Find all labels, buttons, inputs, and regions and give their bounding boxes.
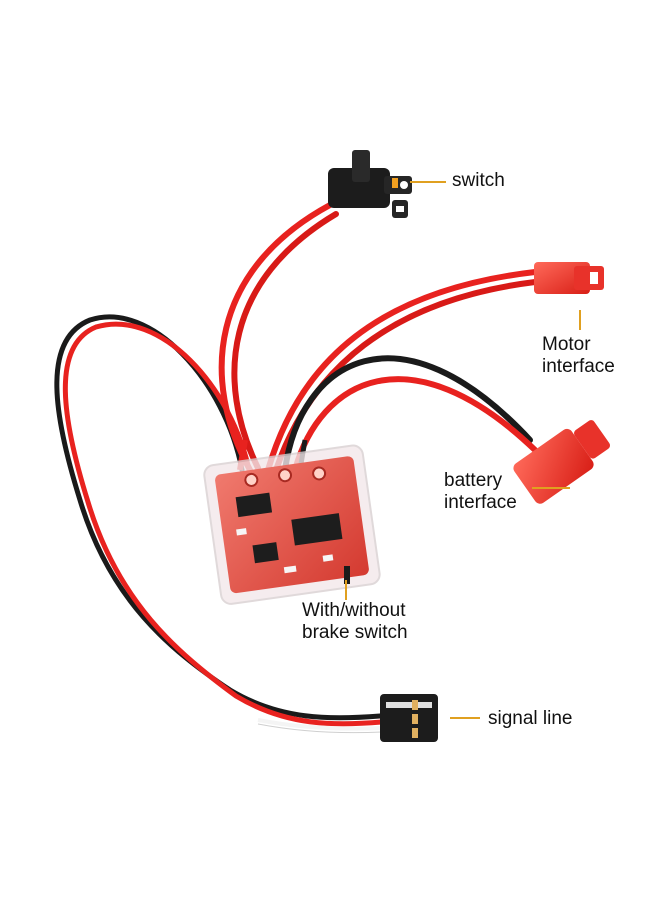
- battery-interface-line1: battery: [444, 470, 503, 491]
- power-switch: [328, 150, 412, 218]
- switch-label-text: switch: [452, 170, 505, 191]
- brake-switch-label: With/without brake switch: [302, 600, 408, 644]
- battery-connector: [513, 420, 611, 504]
- motor-interface-label: Motor interface: [542, 334, 615, 378]
- battery-interface-label: battery interface: [444, 470, 517, 514]
- brake-switch-line2: brake switch: [302, 622, 408, 643]
- signal-connector: [380, 694, 438, 742]
- switch-wires: [218, 202, 339, 473]
- signal-line-label: signal line: [488, 708, 573, 730]
- motor-interface-line1: Motor: [542, 334, 591, 355]
- signal-wire-loop: [54, 314, 385, 734]
- motor-connector: [534, 262, 604, 294]
- brake-switch-tab: [344, 566, 350, 584]
- motor-interface-line2: interface: [542, 356, 615, 377]
- battery-wires: [282, 355, 538, 473]
- signal-line-text: signal line: [488, 708, 573, 729]
- esc-board: [203, 444, 381, 605]
- switch-label: switch: [452, 170, 505, 192]
- battery-interface-line2: interface: [444, 492, 517, 513]
- leader-lines: [345, 181, 581, 719]
- brake-switch-line1: With/without: [302, 600, 406, 621]
